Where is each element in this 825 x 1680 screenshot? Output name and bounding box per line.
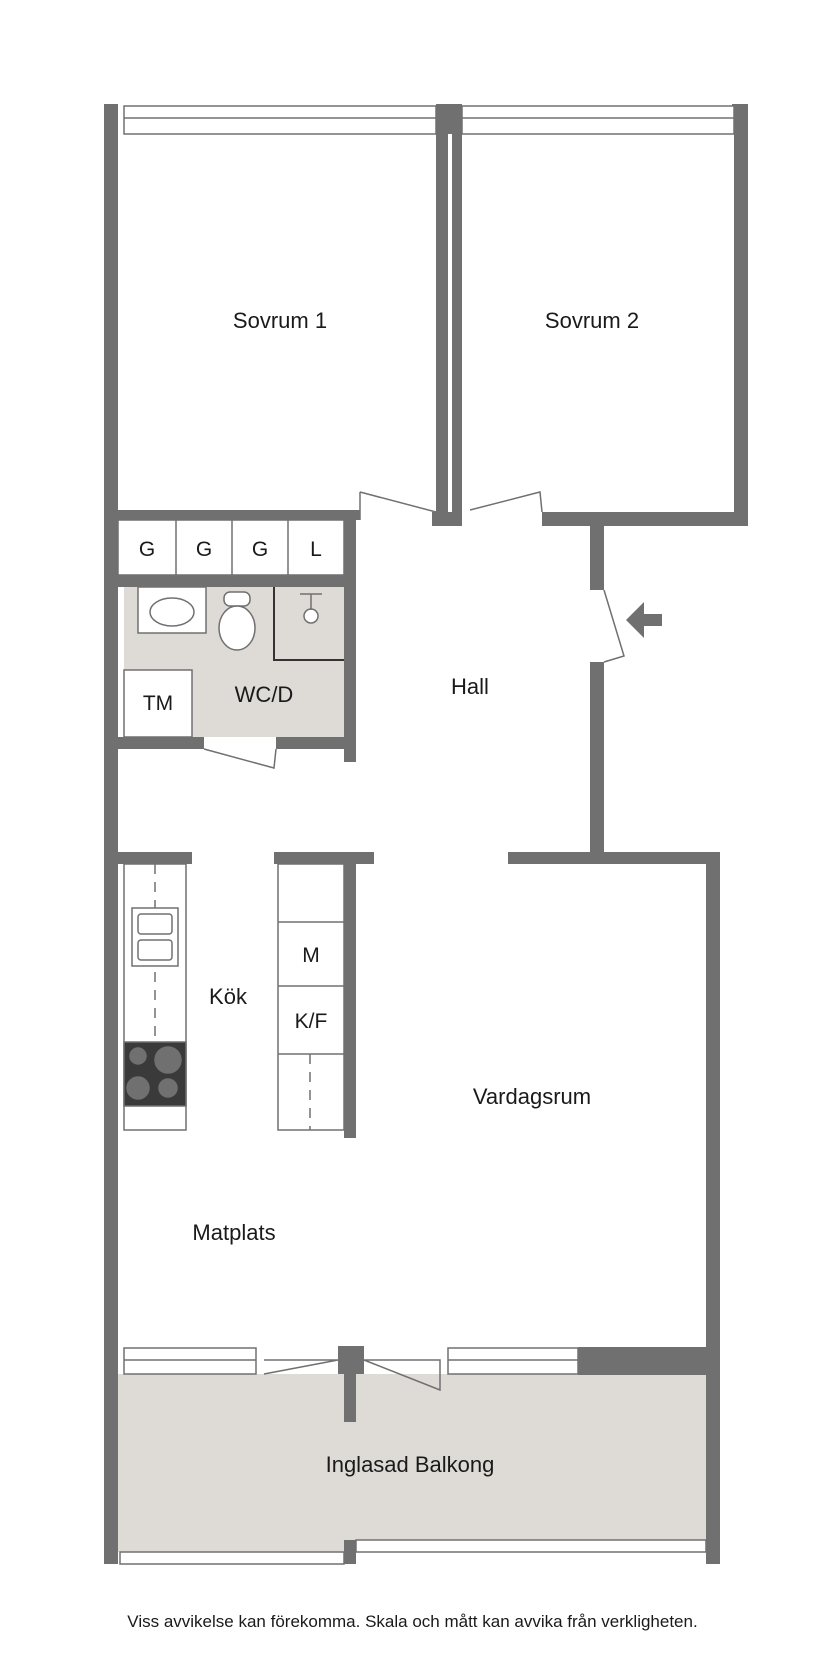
disclaimer-text: Viss avvikelse kan förekomma. Skala och … <box>127 1612 698 1631</box>
windows <box>119 105 735 1565</box>
doors <box>203 491 625 1392</box>
label-tm: TM <box>143 692 173 715</box>
label-wardrobe-g1: G <box>139 538 155 561</box>
label-linen-l: L <box>310 538 322 561</box>
label-kok: Kök <box>209 984 248 1009</box>
kitchen-counter-left <box>123 863 187 1131</box>
wardrobes <box>117 519 345 576</box>
label-microwave-m: M <box>302 944 320 967</box>
label-balkong: Inglasad Balkong <box>326 1452 495 1477</box>
walls <box>104 104 748 1564</box>
label-vardagsrum: Vardagsrum <box>473 1084 591 1109</box>
label-wardrobe-g2: G <box>196 538 212 561</box>
balcony-floor <box>118 1374 706 1552</box>
kitchen-counter-right <box>277 863 345 1131</box>
label-wc: WC/D <box>235 682 294 707</box>
label-wardrobe-g3: G <box>252 538 268 561</box>
label-sovrum-1: Sovrum 1 <box>233 308 327 333</box>
label-matplats: Matplats <box>192 1220 275 1245</box>
wc-fixtures <box>123 586 344 738</box>
label-sovrum-2: Sovrum 2 <box>545 308 639 333</box>
label-fridge-kf: K/F <box>295 1010 328 1033</box>
entrance-arrow-icon <box>626 602 662 638</box>
label-hall: Hall <box>451 674 489 699</box>
